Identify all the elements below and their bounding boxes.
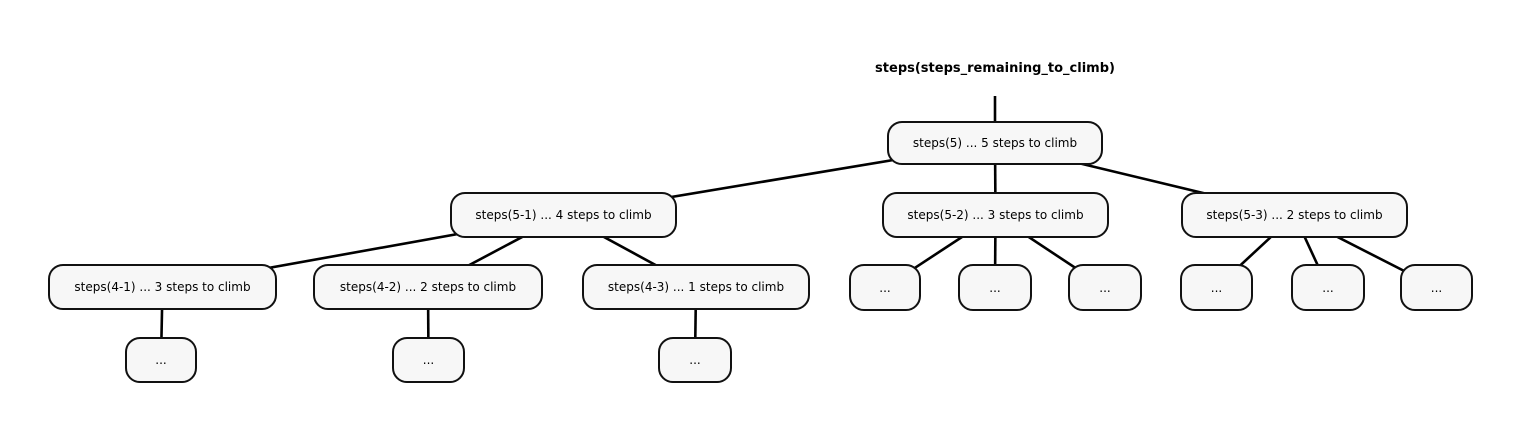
tree-node-leaf-4-2: ... — [392, 337, 465, 383]
tree-node-leaf-4-3: ... — [658, 337, 732, 383]
root-function-label: steps(steps_remaining_to_climb) — [875, 61, 1115, 76]
tree-node-steps-5: steps(5) ... 5 steps to climb — [887, 121, 1103, 165]
tree-node-steps-5-1: steps(5-1) ... 4 steps to climb — [450, 192, 677, 238]
tree-node-leaf-5-3-a: ... — [1180, 264, 1253, 311]
tree-node-leaf-5-2-b: ... — [958, 264, 1032, 311]
tree-node-leaf-5-2-a: ... — [849, 264, 921, 311]
tree-node-leaf-5-3-c: ... — [1400, 264, 1473, 311]
tree-node-leaf-5-3-b: ... — [1291, 264, 1365, 311]
tree-node-leaf-4-1: ... — [125, 337, 197, 383]
tree-node-steps-5-2: steps(5-2) ... 3 steps to climb — [882, 192, 1109, 238]
tree-node-leaf-5-2-c: ... — [1068, 264, 1142, 311]
tree-node-steps-4-3: steps(4-3) ... 1 steps to climb — [582, 264, 810, 310]
tree-node-steps-4-2: steps(4-2) ... 2 steps to climb — [313, 264, 543, 310]
tree-node-steps-5-3: steps(5-3) ... 2 steps to climb — [1181, 192, 1408, 238]
tree-node-steps-4-1: steps(4-1) ... 3 steps to climb — [48, 264, 277, 310]
